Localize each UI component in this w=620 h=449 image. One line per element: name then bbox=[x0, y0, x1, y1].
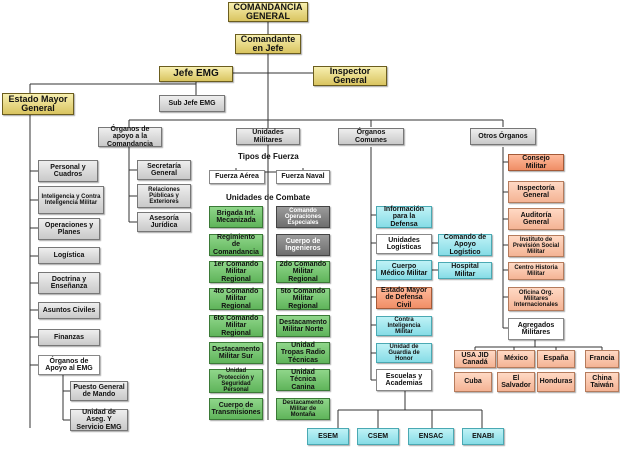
organos-de-apoyo-box: Órganos de apoyo a la Comandancia bbox=[98, 126, 162, 148]
apoyo-item: Asesoría Jurídica bbox=[137, 212, 191, 232]
emg-item: Asuntos Civiles bbox=[38, 302, 100, 319]
escuela-box: CSEM bbox=[357, 428, 399, 445]
emg-item: Órganos de Apoyo al EMG bbox=[38, 355, 100, 375]
agregado-box: Honduras bbox=[537, 372, 575, 392]
unidad-combate-item: Destacamento Militar Norte bbox=[276, 315, 330, 337]
unidad-combate-item: 4to Comando Militar Regional bbox=[209, 288, 263, 310]
unidad-combate-item: Destacamento Militar de Montaña bbox=[276, 398, 330, 420]
otros-item: Oficina Org. Militares Internacionales bbox=[508, 287, 564, 311]
unidad-combate-item: 2do Comando Militar Regional bbox=[276, 261, 330, 283]
comunes-item: Información para la Defensa bbox=[376, 206, 432, 228]
otros-item: Auditoría General bbox=[508, 208, 564, 230]
agregado-box: Francia bbox=[585, 350, 619, 368]
unidad-combate-item: Cuerpo de Transmisiones bbox=[209, 398, 263, 420]
unidad-combate-item: Destacamento Militar Sur bbox=[209, 342, 263, 364]
otros-item: Centro Historia Militar bbox=[508, 262, 564, 280]
unidad-combate-item: 1er Comando Militar Regional bbox=[209, 261, 263, 283]
emg-apoyo-sub: Unidad de Aseg. Y Servicio EMG bbox=[70, 409, 128, 431]
agregado-box: El Salvador bbox=[497, 372, 535, 392]
unidad-combate-item: Unidad Protección y Seguridad Personal bbox=[209, 368, 263, 393]
fuerza-naval-box: Fuerza Naval bbox=[276, 170, 330, 184]
agregado-box: España bbox=[537, 350, 575, 368]
unidad-combate-item: Brigada Inf. Mecanizada bbox=[209, 206, 263, 228]
otros-item: Consejo Militar bbox=[508, 154, 564, 171]
unidad-combate-item: 6to Comando Militar Regional bbox=[209, 315, 263, 337]
otros-item: Instituto de Previsión Social Militar bbox=[508, 235, 564, 257]
jefe-emg-box: Jefe EMG bbox=[159, 66, 233, 82]
unidad-combate-item: Cuerpo de Ingenieros bbox=[276, 234, 330, 256]
escuela-box: ESEM bbox=[307, 428, 349, 445]
comandante-en-jefe-box: Comandante en Jefe bbox=[235, 34, 301, 54]
estado-mayor-general-box: Estado Mayor General bbox=[2, 93, 74, 115]
otros-item: Agregados Militares bbox=[508, 318, 564, 340]
comunes-item: Unidad de Guardia de Honor bbox=[376, 343, 432, 363]
escuela-box: ENSAC bbox=[408, 428, 454, 445]
comunes-item: Escuelas y Academias bbox=[376, 369, 432, 391]
unidad-combate-item: 5to Comando Militar Regional bbox=[276, 288, 330, 310]
inspector-general-box: Inspector General bbox=[313, 66, 387, 86]
emg-item: Doctrina y Enseñanza bbox=[38, 272, 100, 294]
otros-organos-box: Otros Órganos bbox=[470, 128, 536, 145]
organos-comunes-box: Órganos Comunes bbox=[338, 128, 404, 145]
comunes-item: Cuerpo Médico Militar bbox=[376, 260, 432, 280]
emg-item: Personal y Cuadros bbox=[38, 160, 98, 182]
unidad-combate-item: Comando Operaciones Especiales bbox=[276, 206, 330, 228]
apoyo-item: Secretaría General bbox=[137, 160, 191, 180]
otros-item: Inspectoría General bbox=[508, 181, 564, 203]
escuela-box: ENABI bbox=[462, 428, 504, 445]
unidad-combate-item: Regimiento de Comandancia bbox=[209, 234, 263, 256]
comunes-item: Contra Inteligencia Militar bbox=[376, 316, 432, 336]
agregado-box: México bbox=[497, 350, 535, 368]
agregado-box: China Taiwán bbox=[585, 372, 619, 392]
emg-item: Operaciones y Planes bbox=[38, 218, 100, 240]
agregado-box: USA JID Canadá bbox=[454, 350, 496, 368]
emg-item: Logística bbox=[38, 247, 100, 264]
unidades-militares-box: Unidades Militares bbox=[236, 128, 300, 145]
fuerza-aerea-box: Fuerza Aérea bbox=[209, 170, 265, 184]
comunes-item: Unidades Logísticas bbox=[376, 234, 432, 254]
comunes-item: Estado Mayor de Defensa Civil bbox=[376, 287, 432, 309]
sub-jefe-emg-box: Sub Jefe EMG bbox=[159, 95, 225, 112]
tipos-de-fuerza-label: Tipos de Fuerza bbox=[238, 152, 299, 161]
emg-item: Inteligencia y Contra Inteligencia Milit… bbox=[38, 186, 104, 214]
unidad-combate-item: Unidad Tropas Radio Técnicas bbox=[276, 342, 330, 364]
emg-item: Finanzas bbox=[38, 329, 100, 346]
emg-apoyo-sub: Puesto General de Mando bbox=[70, 381, 128, 401]
apoyo-item: Relaciones Públicas y Exteriores bbox=[137, 184, 191, 208]
comando-apoyo-logistico-box: Comando de Apoyo Logístico bbox=[438, 234, 492, 256]
agregado-box: Cuba bbox=[454, 372, 492, 392]
unidad-combate-item: Unidad Técnica Canina bbox=[276, 369, 330, 391]
unidades-de-combate-label: Unidades de Combate bbox=[226, 193, 311, 202]
hospital-militar-box: Hospital Militar bbox=[438, 262, 492, 279]
comandancia-general-box: COMANDANCIA GENERAL bbox=[228, 2, 308, 22]
